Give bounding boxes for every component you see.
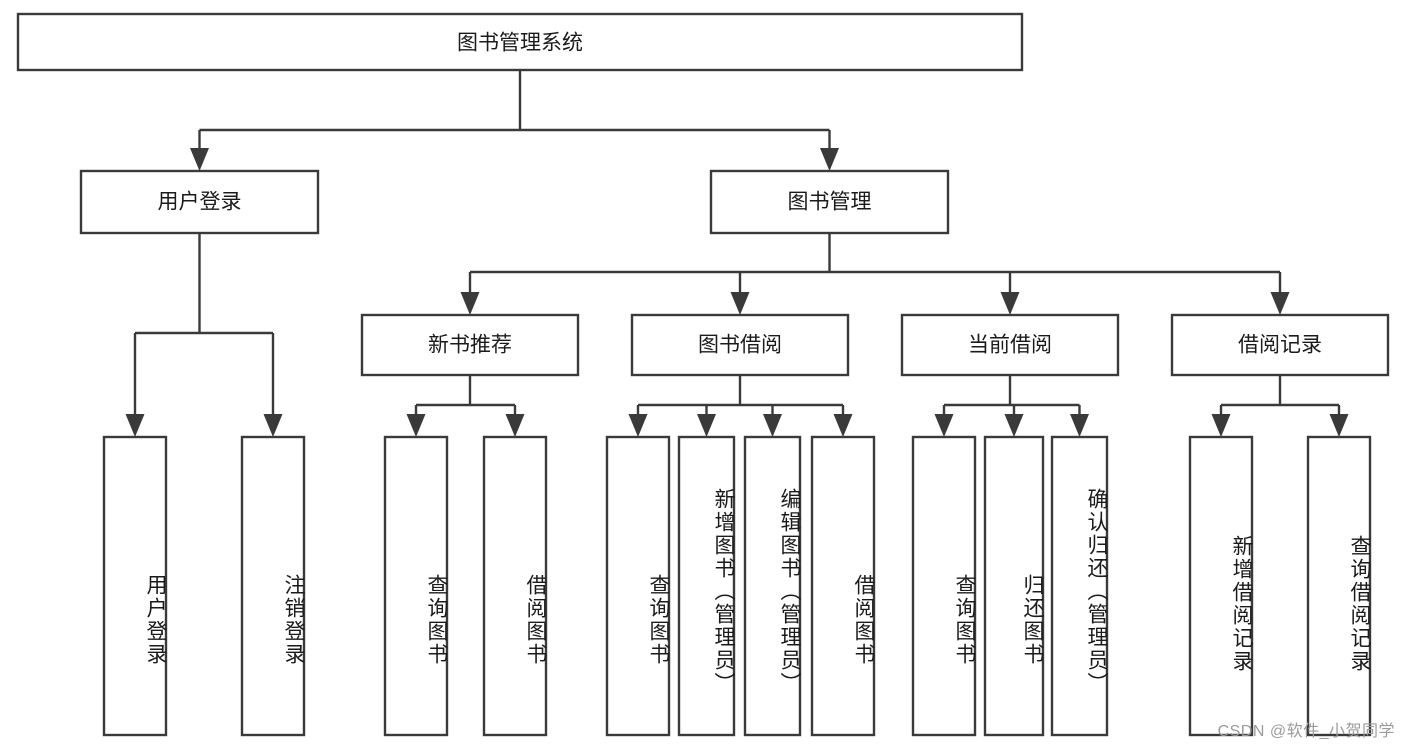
arrowhead-leaf-return-book	[1004, 414, 1024, 437]
node-current-borrow-box[interactable]	[900, 313, 1120, 377]
arrowhead-book-borrow	[730, 292, 750, 315]
node-leaf-borrow-book-rec-box[interactable]	[482, 435, 548, 737]
node-book-management-box[interactable]	[709, 169, 950, 235]
arrowhead-leaf-user-login	[125, 414, 145, 437]
arrowhead-leaf-add-borrow-record	[1211, 414, 1231, 437]
arrowhead-book-management	[820, 148, 839, 171]
node-layer: 图书管理系统 用户登录 图书管理 新书推荐 图书借阅 当前借阅 借阅记录	[16, 12, 1390, 737]
node-book-borrow-label: 图书借阅	[698, 334, 782, 357]
arrowhead-leaf-add-book-admin	[697, 414, 716, 437]
node-leaf-query-borrow-record-box[interactable]	[1306, 435, 1372, 737]
node-leaf-user-login-box[interactable]	[102, 435, 168, 737]
node-book-borrow-box[interactable]	[630, 313, 850, 377]
node-leaf-add-book-admin-box[interactable]	[677, 435, 736, 737]
arrowhead-leaf-logout	[263, 414, 283, 437]
node-user-login-box[interactable]	[79, 169, 320, 235]
arrowhead-user-login	[190, 148, 209, 171]
node-borrow-record-label: 借阅记录	[1238, 334, 1322, 357]
node-leaf-confirm-return-admin-box[interactable]	[1050, 435, 1109, 737]
arrowhead-leaf-borrow-book-rec	[505, 414, 525, 437]
node-leaf-logout-box[interactable]	[240, 435, 306, 737]
node-leaf-add-borrow-record-box[interactable]	[1188, 435, 1254, 737]
arrowhead-leaf-borrow-book-bw	[833, 414, 853, 437]
node-borrow-record-box[interactable]	[1170, 313, 1390, 377]
node-leaf-query-book-rec-box[interactable]	[383, 435, 449, 737]
arrowhead-leaf-query-book-cb	[934, 414, 954, 437]
arrowhead-borrow-record	[1270, 292, 1290, 315]
watermark-label: CSDN @软件_小贺同学	[1217, 723, 1395, 740]
arrowhead-leaf-edit-book-admin	[763, 414, 782, 437]
node-leaf-borrow-book-bw-box[interactable]	[810, 435, 876, 737]
arrowhead-leaf-query-book-rec	[406, 414, 426, 437]
node-leaf-query-book-cb-box[interactable]	[911, 435, 977, 737]
node-new-book-recommend-label: 新书推荐	[428, 334, 512, 357]
node-root-label: 图书管理系统	[457, 32, 583, 55]
node-root-box[interactable]	[16, 12, 1024, 72]
arrowhead-leaf-query-book-bw	[628, 414, 648, 437]
arrowhead-leaf-query-borrow-record	[1329, 414, 1349, 437]
arrowhead-leaf-confirm-return-admin	[1070, 414, 1089, 437]
node-leaf-edit-book-admin-box[interactable]	[743, 435, 802, 737]
node-current-borrow-label: 当前借阅	[968, 334, 1052, 357]
node-book-management-label: 图书管理	[788, 191, 872, 214]
node-new-book-recommend-box[interactable]	[360, 313, 580, 377]
node-user-login-label: 用户登录	[158, 191, 242, 214]
arrowhead-current-borrow	[1000, 292, 1020, 315]
arrowhead-new-book-recommend	[460, 292, 480, 315]
node-leaf-query-book-bw-box[interactable]	[605, 435, 671, 737]
connector-layer	[125, 70, 1349, 437]
node-leaf-return-book-box[interactable]	[983, 435, 1045, 737]
